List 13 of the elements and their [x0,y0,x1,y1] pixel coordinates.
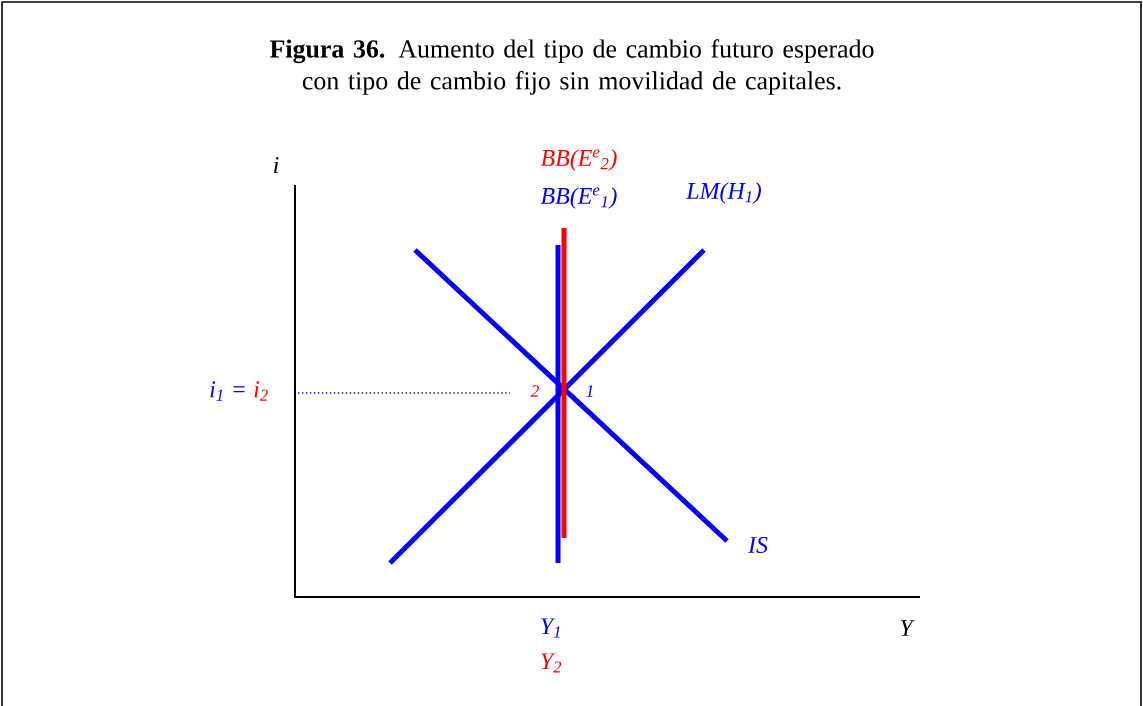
point-label: 2 [530,385,539,397]
axis-value-label: Y$_{2}$ [541,653,562,673]
curve-label: IS [747,536,768,554]
axis-label: Y [900,620,915,636]
axis-value-label: Y$_{1}$ [541,618,560,638]
axis-label: i [274,157,279,173]
axis-value-label: i$_{1}$ = [210,381,245,401]
axis-value-label: i$_{2}$ [254,381,268,401]
curve-label: BB(E$^{e}$$_{2}$) [540,149,617,171]
curve-label: LM(H$_{1}$) [686,182,761,204]
curve-label: BB(E$^{e}$$_{1}$) [540,187,617,209]
figure-title: Figura 36. Aumento del tipo de cambio futuro esperado con tipo de cambio fijo sin movilidad de capitales. [269,39,874,95]
point-label: 1 [586,385,593,397]
